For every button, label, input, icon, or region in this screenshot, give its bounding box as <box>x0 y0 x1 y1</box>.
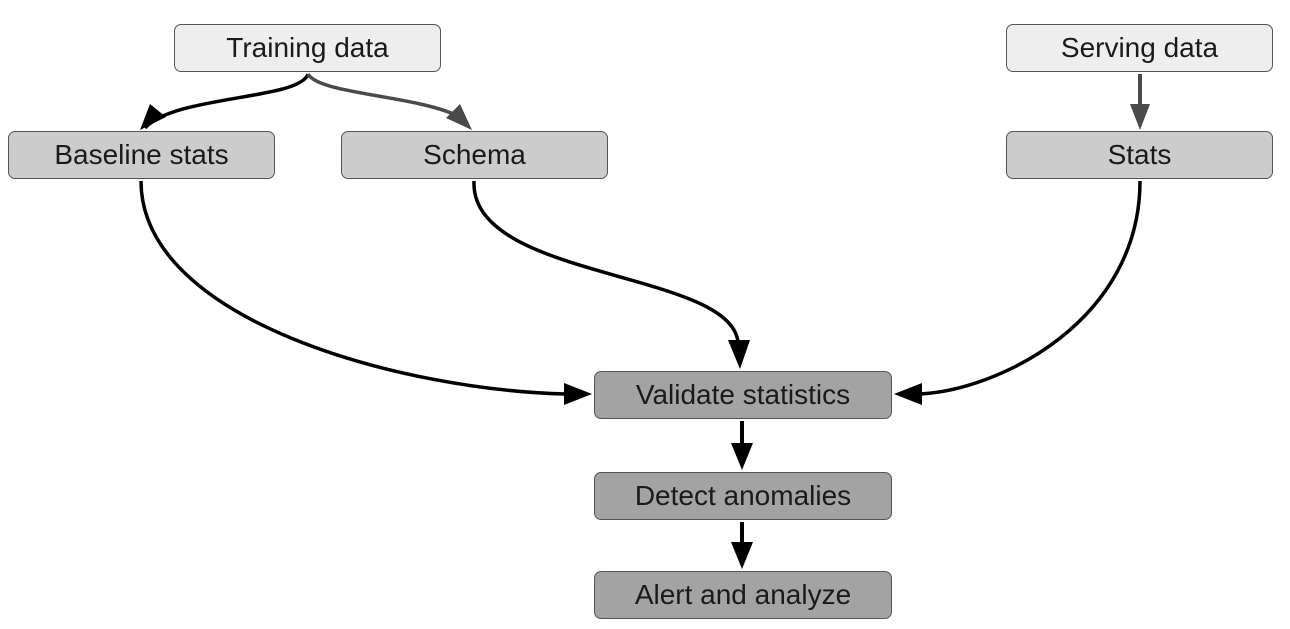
node-detect-anomalies: Detect anomalies <box>594 472 892 520</box>
edge-training-to-schema <box>306 72 463 120</box>
node-validate-statistics-label: Validate statistics <box>635 379 851 410</box>
node-baseline-stats: Baseline stats <box>8 131 275 179</box>
arrowhead-detect <box>731 443 753 470</box>
node-stats: Stats <box>1006 131 1273 179</box>
node-serving-data: Serving data <box>1006 24 1273 72</box>
node-training-data: Training data <box>174 24 441 72</box>
node-training-data-label: Training data <box>226 32 389 63</box>
node-detect-anomalies-label: Detect anomalies <box>634 480 852 511</box>
node-alert-and-analyze-label: Alert and analyze <box>634 579 852 610</box>
arrowhead-validate-top <box>728 340 750 369</box>
arrowhead-stats <box>1130 104 1150 130</box>
arrowhead-validate-right <box>894 383 922 405</box>
edge-schema-to-validate <box>472 180 740 343</box>
arrowhead-schema <box>446 104 472 130</box>
node-alert-and-analyze: Alert and analyze <box>594 571 892 619</box>
arrowhead-validate-left <box>564 383 592 405</box>
node-baseline-stats-label: Baseline stats <box>54 139 229 170</box>
node-schema-label: Schema <box>423 139 526 170</box>
edge-stats-to-validate <box>919 180 1142 396</box>
arrowhead-alert <box>731 542 753 569</box>
node-schema: Schema <box>341 131 608 179</box>
node-validate-statistics: Validate statistics <box>594 371 892 419</box>
arrowhead-baseline <box>140 104 166 130</box>
node-stats-label: Stats <box>1107 139 1172 170</box>
node-serving-data-label: Serving data <box>1060 32 1219 63</box>
edge-training-to-baseline <box>143 73 310 130</box>
edge-baseline-to-validate <box>139 180 567 396</box>
